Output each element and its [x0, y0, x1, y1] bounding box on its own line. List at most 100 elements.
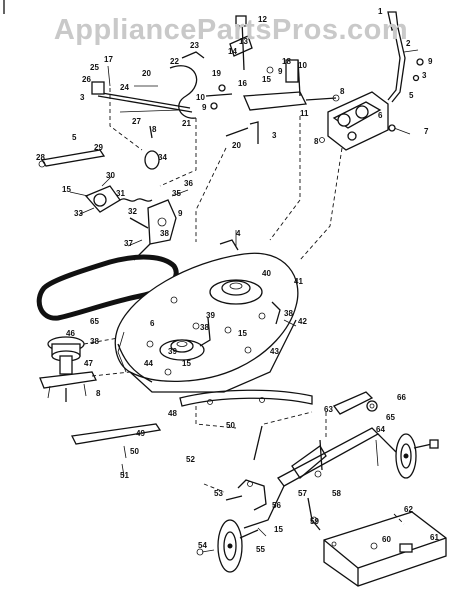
callout-29: 29 — [94, 143, 103, 152]
callout-19: 19 — [212, 69, 221, 78]
callout-16: 16 — [238, 79, 247, 88]
callout-57: 57 — [298, 489, 307, 498]
pivot-bracket — [127, 189, 189, 261]
callout-28: 28 — [36, 153, 45, 162]
callout-18: 18 — [282, 57, 291, 66]
callout-3: 3 — [422, 71, 427, 80]
callout-5: 5 — [72, 133, 77, 142]
callout-62: 62 — [404, 505, 413, 514]
callout-49: 49 — [136, 429, 145, 438]
idler-assembly — [38, 149, 153, 229]
callout-34: 34 — [158, 153, 167, 162]
callout-40: 40 — [262, 269, 271, 278]
callout-14: 14 — [228, 47, 237, 56]
callout-11: 11 — [300, 109, 309, 118]
callout-8: 8 — [96, 389, 101, 398]
front-axle-assembly — [203, 391, 380, 537]
callout-38: 38 — [160, 229, 169, 238]
callout-50: 50 — [226, 421, 235, 430]
callout-15: 15 — [182, 359, 191, 368]
callout-22: 22 — [170, 57, 179, 66]
callout-66: 66 — [397, 393, 406, 402]
callout-58: 58 — [332, 489, 341, 498]
callout-35: 35 — [172, 189, 181, 198]
callout-33: 33 — [74, 209, 83, 218]
callout-1: 1 — [378, 7, 383, 16]
callout-9: 9 — [428, 57, 433, 66]
callout-38: 38 — [90, 337, 99, 346]
callout-53: 53 — [214, 489, 223, 498]
callout-32: 32 — [128, 207, 137, 216]
callout-2: 2 — [406, 39, 411, 48]
callout-3: 3 — [272, 131, 277, 140]
callout-50: 50 — [130, 447, 139, 456]
callout-17: 17 — [104, 55, 113, 64]
callout-4: 4 — [236, 229, 241, 238]
callout-61: 61 — [430, 533, 439, 542]
callout-52: 52 — [186, 455, 195, 464]
callout-9: 9 — [278, 67, 283, 76]
callout-43: 43 — [270, 347, 279, 356]
callout-10: 10 — [196, 93, 205, 102]
spindle-assembly-left — [39, 336, 131, 402]
callout-38: 38 — [284, 309, 293, 318]
deck-baffle — [179, 389, 313, 429]
callout-31: 31 — [116, 189, 125, 198]
callout-6: 6 — [378, 111, 383, 120]
callout-46: 46 — [66, 329, 75, 338]
callout-38: 38 — [200, 323, 209, 332]
callout-27: 27 — [132, 117, 141, 126]
callout-20: 20 — [142, 69, 151, 78]
callout-44: 44 — [144, 359, 153, 368]
callout-47: 47 — [84, 359, 93, 368]
callout-26: 26 — [82, 75, 91, 84]
callout-25: 25 — [90, 63, 99, 72]
callout-23: 23 — [190, 41, 199, 50]
callout-39: 39 — [206, 311, 215, 320]
mounting-bracket — [319, 91, 411, 151]
callout-6: 6 — [150, 319, 155, 328]
callout-63: 63 — [324, 405, 333, 414]
blade — [71, 423, 162, 477]
callout-24: 24 — [120, 83, 129, 92]
callout-10: 10 — [298, 61, 307, 70]
callout-15: 15 — [262, 75, 271, 84]
callout-13: 13 — [239, 37, 248, 46]
callout-30: 30 — [106, 171, 115, 180]
callout-9: 9 — [202, 103, 207, 112]
callout-15: 15 — [238, 329, 247, 338]
callout-55: 55 — [256, 545, 265, 554]
front-wheel-right — [375, 433, 439, 479]
callout-56: 56 — [272, 501, 281, 510]
callout-65: 65 — [386, 413, 395, 422]
watermark: AppliancePartsPros.com — [53, 14, 409, 46]
callout-54: 54 — [198, 541, 207, 550]
callout-21: 21 — [182, 119, 191, 128]
callout-12: 12 — [258, 15, 267, 24]
callout-59: 59 — [310, 517, 319, 526]
callout-36: 36 — [184, 179, 193, 188]
callout-8: 8 — [340, 87, 345, 96]
callout-7: 7 — [424, 127, 429, 136]
callout-15: 15 — [274, 525, 283, 534]
callout-8: 8 — [314, 137, 319, 146]
callout-20: 20 — [232, 141, 241, 150]
callout-64: 64 — [376, 425, 385, 434]
callout-51: 51 — [120, 471, 129, 480]
callout-41: 41 — [294, 277, 303, 286]
callout-39: 39 — [168, 347, 177, 356]
callout-8: 8 — [152, 125, 157, 134]
callout-60: 60 — [382, 535, 391, 544]
callout-15: 15 — [62, 185, 71, 194]
callout-42: 42 — [298, 317, 307, 326]
callout-9: 9 — [178, 209, 183, 218]
callout-48: 48 — [168, 409, 177, 418]
reference-lines-upper — [109, 88, 343, 261]
callout-3: 3 — [80, 93, 85, 102]
callout-65: 65 — [90, 317, 99, 326]
front-wheel-left — [196, 519, 259, 573]
mower-deck — [114, 230, 299, 393]
